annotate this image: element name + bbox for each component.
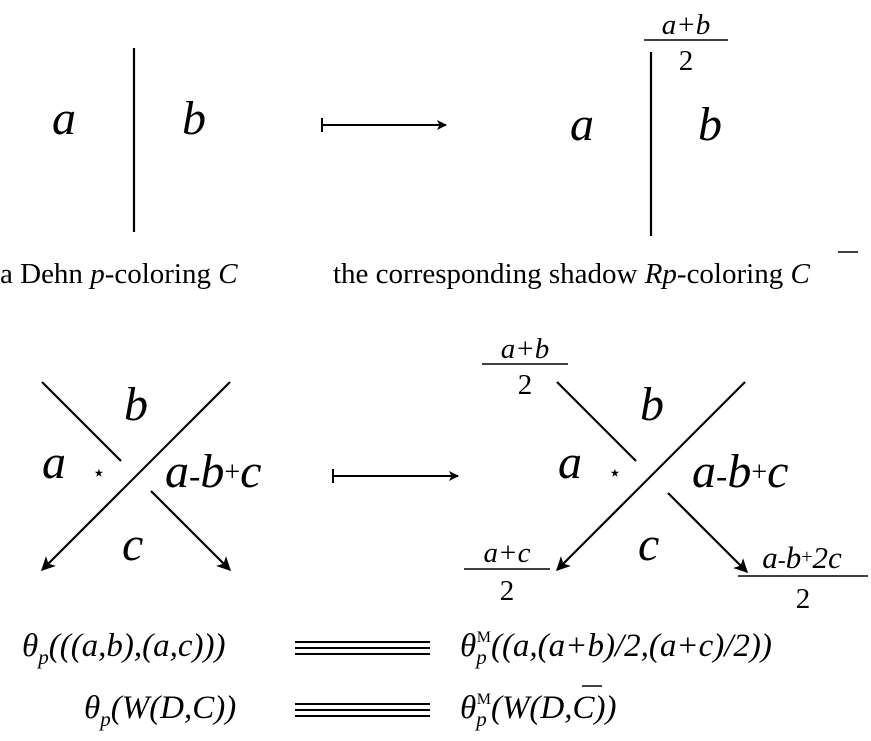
under-strand-lower (150, 490, 231, 571)
minus-sign: - (716, 458, 727, 495)
br-fraction-top-left: a+b 2 (482, 333, 568, 401)
over-strand (556, 381, 746, 571)
frac-denominator: 2 (679, 45, 694, 77)
subscript-p: p (98, 707, 111, 731)
top-left-label-a: a (52, 92, 76, 145)
term-2c: 2c (813, 540, 843, 575)
theta: θ (22, 628, 38, 664)
eq1-rhs-body: ((a,(a+b)/2,(a+c)/2)) (491, 628, 772, 664)
top-right-diagram: a b a+b 2 the corresponding shadow Rp-co… (333, 9, 858, 290)
term-b: b (727, 445, 751, 498)
caption-C: C (218, 258, 238, 290)
eq1-lhs: θp(((a,b),(a,c))) (22, 628, 226, 669)
eq2-rhs: θpM(W(D,C)) (460, 690, 617, 731)
top-right-region-fraction: a+b 2 (644, 9, 728, 77)
mapsto-arrow-top (321, 118, 447, 132)
top-right-label-a: a (570, 98, 594, 151)
eq2-rhs-post: )) (593, 690, 617, 726)
top-left-caption: a Dehn p-coloring C (0, 258, 238, 290)
term-a: a (165, 445, 189, 498)
top-right-label-b: b (698, 98, 722, 151)
over-strand (41, 381, 231, 571)
superscript-M: M (477, 629, 491, 646)
under-strand-upper (556, 381, 637, 462)
minus-sign: - (189, 458, 200, 495)
frac-numerator: a+c (484, 537, 531, 569)
frac-numerator: a+b (501, 333, 550, 365)
top-left-label-b: b (182, 92, 206, 145)
term-a: a (762, 540, 778, 575)
bl-label-c: c (122, 518, 143, 571)
top-right-caption: the corresponding shadow Rp-coloring C (333, 258, 810, 290)
caption-Rp: Rp (644, 258, 677, 290)
eq2-lhs: θp(W(D,C)) (84, 690, 236, 731)
bl-label-a-b-c: a-b+c (165, 445, 261, 498)
frac-numerator: a+b (662, 9, 711, 41)
equation-row-1: θp(((a,b),(a,c))) θpM((a,(a+b)/2,(a+c)/2… (22, 628, 772, 669)
term-c: c (240, 445, 261, 498)
theta: θ (84, 690, 100, 726)
frac-denominator: 2 (518, 369, 533, 401)
bl-label-a: a (42, 436, 66, 489)
equals-double-line (295, 703, 430, 717)
br-label-b: b (640, 378, 664, 431)
under-strand-upper (41, 381, 122, 462)
caption-text: a Dehn (0, 258, 90, 290)
eq2-rhs-pre: (W(D, (491, 690, 573, 726)
plus-sign: + (224, 457, 240, 488)
caption-C-bar: C (790, 258, 810, 290)
br-label-c: c (638, 518, 659, 571)
bottom-right-crossing: b a ⋆ a-b+c c a+b 2 a+c 2 a-b+2c 2 (464, 333, 868, 615)
subscript-p: p (474, 645, 487, 669)
term-b: b (786, 540, 802, 575)
caption-mid: -coloring (105, 258, 219, 290)
plus-sign: + (751, 457, 767, 488)
subscript-p: p (36, 645, 49, 669)
br-star: ⋆ (608, 461, 622, 486)
bottom-left-crossing: b a ⋆ a-b+c c (41, 378, 261, 571)
term-c: c (767, 445, 788, 498)
caption-text: the corresponding shadow (333, 258, 645, 290)
br-fraction-bottom-left: a+c 2 (464, 537, 550, 607)
theta: θ (460, 628, 476, 664)
br-label-a-b-c: a-b+c (692, 445, 788, 498)
frac-denominator: 2 (500, 575, 515, 607)
term-a: a (692, 445, 716, 498)
superscript-M: M (477, 691, 491, 708)
br-fraction-bottom-right: a-b+2c 2 (738, 540, 868, 615)
eq2-rhs-C-bar: C (573, 690, 596, 726)
frac-numerator: a-b+2c (762, 540, 842, 575)
plus-sign: + (801, 546, 812, 568)
eq1-lhs-body: (((a,b),(a,c))) (49, 628, 226, 664)
bl-label-b: b (124, 378, 148, 431)
br-label-a: a (558, 436, 582, 489)
subscript-p: p (474, 707, 487, 731)
theta: θ (460, 690, 476, 726)
minus-sign: - (778, 548, 786, 574)
eq1-rhs: θpM((a,(a+b)/2,(a+c)/2)) (460, 628, 772, 669)
caption-p: p (88, 258, 105, 290)
bl-star: ⋆ (92, 461, 106, 486)
top-left-diagram: a b a Dehn p-coloring C (0, 48, 238, 290)
caption-mid: -coloring (677, 258, 791, 290)
frac-denominator: 2 (796, 583, 811, 615)
mapsto-arrow-bottom (332, 469, 459, 483)
eq2-lhs-body: (W(D,C)) (111, 690, 237, 726)
term-b: b (200, 445, 224, 498)
under-strand-lower (667, 492, 748, 573)
equals-double-line (295, 641, 430, 655)
equation-row-2: θp(W(D,C)) θpM(W(D,C)) (84, 685, 617, 731)
